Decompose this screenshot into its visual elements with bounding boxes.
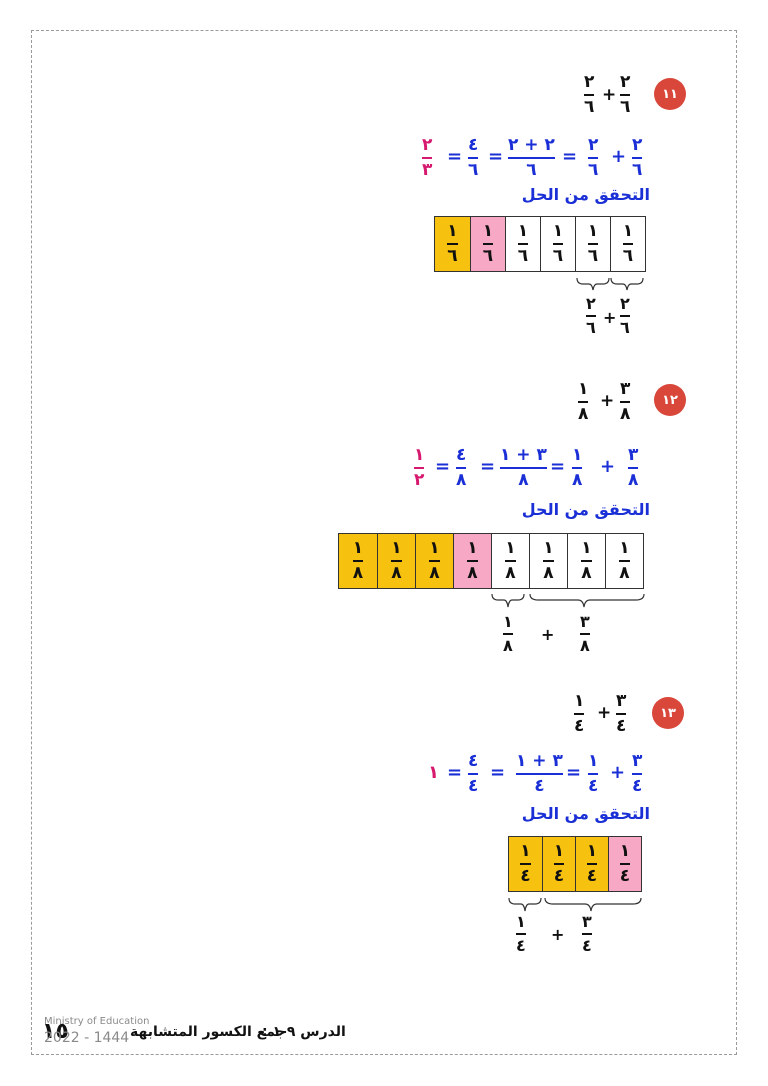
- equals-sign: =: [550, 456, 566, 477]
- equals-sign: =: [447, 762, 463, 783]
- model-plus: +: [541, 625, 555, 644]
- watermark-ministry: Ministry of Education: [44, 1016, 150, 1027]
- solution-plus: +: [610, 762, 626, 783]
- equals-sign: =: [447, 146, 463, 167]
- question-plus: +: [602, 85, 617, 105]
- check-heading: التحقق من الحل: [521, 500, 650, 519]
- watermark-year: 2022 - 1444: [44, 1030, 130, 1046]
- equals-sign: =: [566, 762, 582, 783]
- solution-plus: +: [611, 146, 627, 167]
- page-number: ١٥: [42, 1019, 69, 1044]
- equals-sign: =: [562, 146, 578, 167]
- page-frame: [31, 30, 737, 1055]
- problem-number-badge: ١١: [654, 78, 686, 110]
- lesson-label: الدرس ٩-١ :: [262, 1024, 346, 1040]
- check-heading: التحقق من الحل: [521, 804, 650, 823]
- model-braces: [508, 897, 642, 912]
- problem-number-badge: ١٢: [654, 384, 686, 416]
- solution-plus: +: [600, 456, 616, 477]
- solution-result: ١: [428, 762, 439, 783]
- problem-number-badge: ١٣: [652, 697, 684, 729]
- model-plus: +: [603, 308, 617, 327]
- check-heading: التحقق من الحل: [521, 185, 650, 204]
- model-braces: [491, 593, 645, 608]
- lesson-title: جمع الكسور المتشابهة: [130, 1024, 286, 1040]
- equals-sign: =: [490, 762, 506, 783]
- question-plus: +: [597, 703, 612, 723]
- model-plus: +: [551, 925, 565, 944]
- equals-sign: =: [488, 146, 504, 167]
- question-plus: +: [600, 391, 615, 411]
- equals-sign: =: [480, 456, 496, 477]
- equals-sign: =: [435, 456, 451, 477]
- model-braces: [576, 277, 644, 291]
